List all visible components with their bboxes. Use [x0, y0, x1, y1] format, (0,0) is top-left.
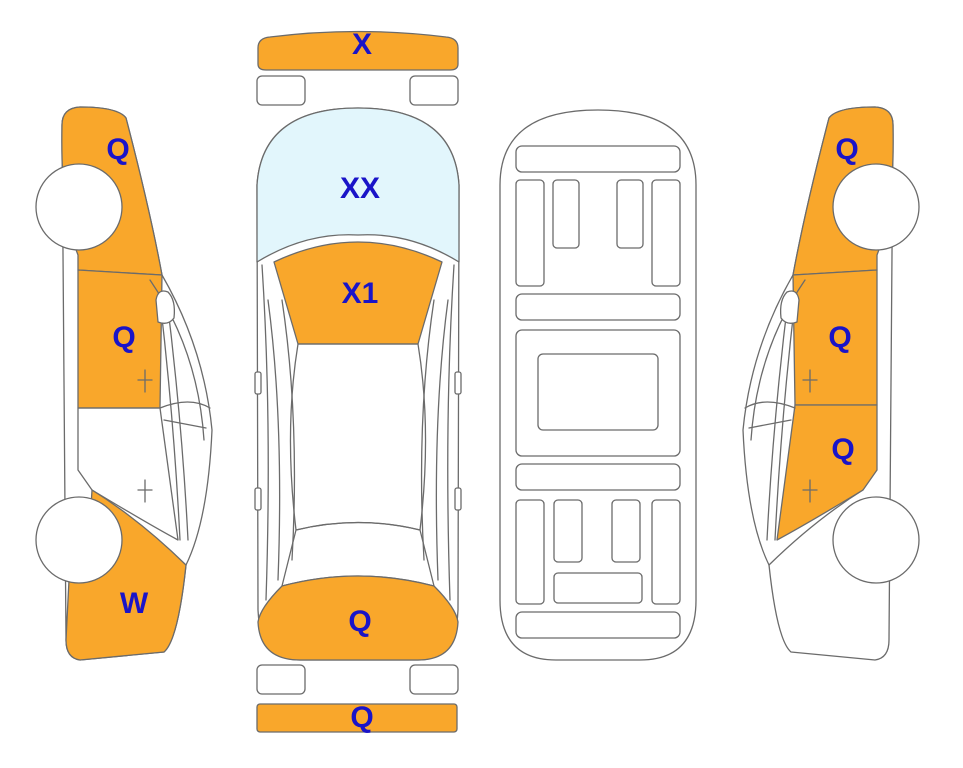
right-headlight	[409, 75, 459, 106]
label-front-bumper: X	[352, 28, 372, 61]
left-front-wheel	[35, 163, 123, 251]
label-left-front-door: Q	[112, 321, 135, 354]
front-bumper-panel[interactable]	[257, 30, 459, 71]
damage-labels: X XX X1 Q Q Q Q W Q Q Q	[106, 28, 858, 734]
label-trunk-lid: Q	[348, 605, 371, 638]
right-rear-wheel	[832, 496, 920, 584]
hood-panel[interactable]	[256, 107, 460, 263]
left-headlight	[256, 75, 306, 106]
top-view	[254, 30, 462, 733]
label-hood: XX	[340, 172, 380, 205]
right-side-view	[742, 106, 920, 661]
left-taillight	[256, 664, 306, 695]
underbody-view	[499, 109, 697, 661]
trunk-lid-panel[interactable]	[257, 575, 459, 661]
label-right-front-fender: Q	[835, 133, 858, 166]
right-front-wheel	[832, 163, 920, 251]
left-rear-wheel	[35, 496, 123, 584]
rear-bumper-panel[interactable]	[256, 703, 458, 733]
label-right-rear-door: Q	[831, 433, 854, 466]
label-left-front-fender: Q	[106, 133, 129, 166]
label-left-rear-quarter: W	[120, 587, 149, 620]
label-rear-bumper: Q	[350, 701, 373, 734]
roof-panel[interactable]	[273, 241, 443, 345]
left-side-view	[35, 106, 213, 661]
right-taillight	[409, 664, 459, 695]
label-roof: X1	[342, 277, 379, 310]
label-right-front-door: Q	[828, 321, 851, 354]
